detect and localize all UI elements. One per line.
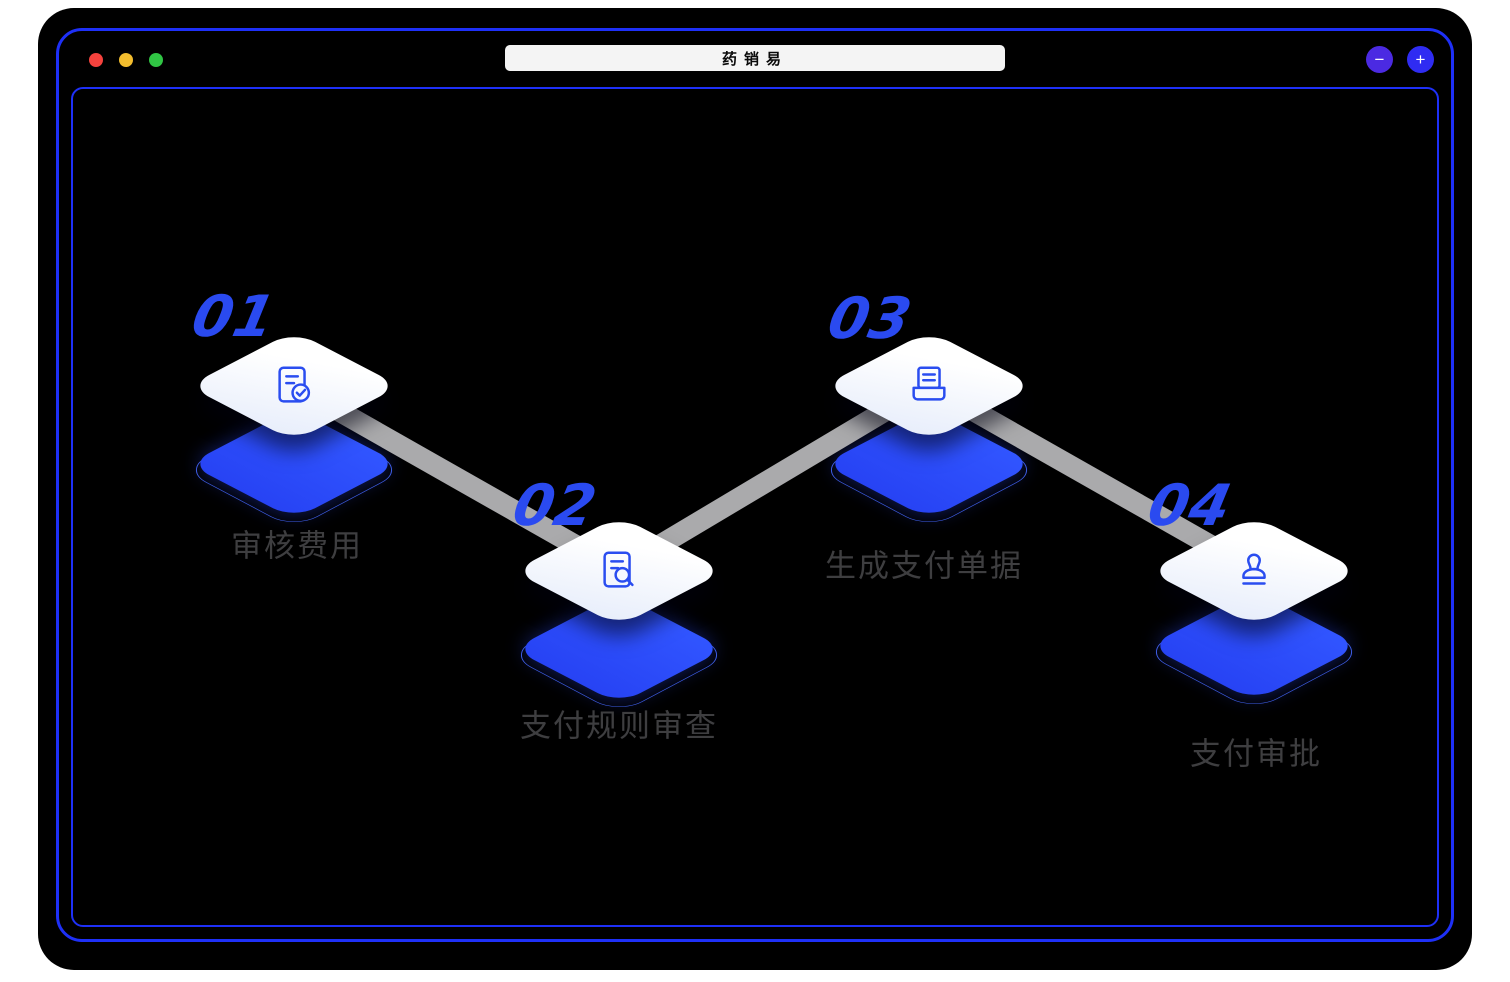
close-button[interactable]: [89, 53, 103, 67]
document-search-icon: [594, 546, 644, 596]
step4-label: 支付审批: [1190, 736, 1322, 772]
window-title: 药销易: [505, 45, 1005, 71]
step4-number: 04: [1142, 473, 1238, 539]
minimize-button[interactable]: [119, 53, 133, 67]
step2-label: 支付规则审查: [520, 708, 718, 744]
plus-button[interactable]: +: [1407, 46, 1434, 73]
app-window: 药销易 − + 01 审核费用: [38, 8, 1472, 970]
window-frame: 药销易 − + 01 审核费用: [56, 28, 1454, 942]
zoom-button[interactable]: [149, 53, 163, 67]
document-check-icon: [269, 361, 319, 411]
titlebar: 药销易 − +: [59, 31, 1451, 87]
step1-number: 01: [186, 284, 282, 350]
step3-number: 03: [822, 286, 918, 352]
step1-label: 审核费用: [231, 528, 363, 564]
minus-button[interactable]: −: [1366, 46, 1393, 73]
step2-number: 02: [507, 473, 603, 539]
printer-icon: [904, 361, 954, 411]
flow-diagram: 01 审核费用 02 支付规则审查: [71, 87, 1439, 927]
stamp-icon: [1229, 546, 1279, 596]
step3-label: 生成支付单据: [825, 548, 1023, 584]
